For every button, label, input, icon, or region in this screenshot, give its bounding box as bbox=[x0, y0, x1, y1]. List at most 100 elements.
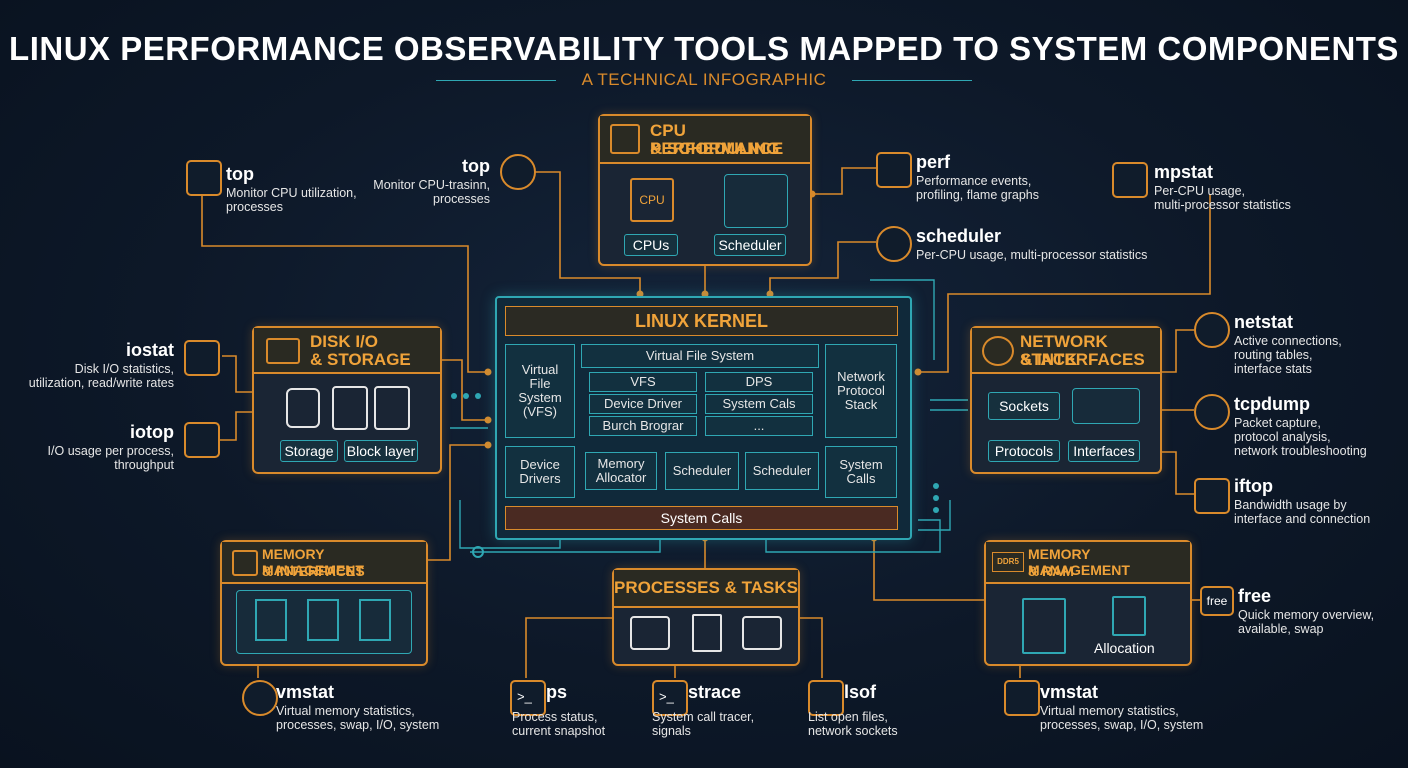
shield-icon bbox=[1194, 312, 1230, 348]
page-table-icon bbox=[307, 599, 339, 641]
tool-perf-desc: Performance events, profiling, flame gra… bbox=[916, 174, 1039, 202]
tool-vmstat-right-desc: Virtual memory statistics, processes, sw… bbox=[1040, 704, 1204, 732]
memory-pages-icon bbox=[1022, 598, 1066, 654]
memory-management-interfaces-box: MEMORY MANAGEMENT & INTERFACES bbox=[220, 540, 428, 666]
interfaces-label: Interfaces bbox=[1068, 440, 1140, 462]
folder-icon bbox=[808, 680, 844, 716]
antenna-icon bbox=[1194, 394, 1230, 430]
wire-lsof bbox=[798, 617, 823, 678]
scheduler-cell-1: Scheduler bbox=[665, 452, 739, 490]
terminal-icon: >_ bbox=[652, 680, 688, 716]
tool-iotop-name: iotop bbox=[130, 422, 174, 442]
bar-chart-icon bbox=[1112, 162, 1148, 198]
kernel-title: LINUX KERNEL bbox=[505, 306, 898, 336]
tool-perf-name: perf bbox=[916, 152, 951, 172]
sliders-icon bbox=[186, 160, 222, 196]
wire-iotop bbox=[220, 411, 252, 441]
hierarchy-icon bbox=[359, 599, 391, 641]
memory-left-title-1: MEMORY MANAGEMENT bbox=[262, 546, 364, 578]
page-icon bbox=[255, 599, 287, 641]
memory-left-header: MEMORY MANAGEMENT & INTERFACES bbox=[222, 542, 426, 584]
scheduler-label: Scheduler bbox=[714, 234, 786, 256]
vfs-header-cell: Virtual File System bbox=[581, 344, 819, 368]
cpu-box-title-1: CPU PERFORMANCE bbox=[650, 121, 784, 158]
tool-vmstat-left-desc: Virtual memory statistics, processes, sw… bbox=[276, 704, 440, 732]
wire-perf bbox=[812, 167, 878, 195]
processes-tasks-box: PROCESSES & TASKS bbox=[612, 568, 800, 666]
line-chart-icon bbox=[184, 340, 220, 376]
wire-memright-kernel bbox=[873, 538, 984, 601]
wire-iostat bbox=[222, 355, 252, 393]
network-nodes-icon bbox=[982, 336, 1014, 366]
memory-right-header: DDR5 MEMORY MANAGEMENT & RAM bbox=[986, 542, 1190, 584]
tool-vmstat-left-name: vmstat bbox=[276, 682, 335, 702]
memory-right-title-2: & RAM bbox=[1028, 563, 1074, 579]
document-icon bbox=[692, 614, 722, 652]
page-title: LINUX PERFORMANCE OBSERVABILITY TOOLS MA… bbox=[9, 30, 1399, 67]
tool-mpstat-desc: Per-CPU usage, multi-processor statistic… bbox=[1154, 184, 1291, 212]
allocation-label: Allocation bbox=[1094, 640, 1155, 656]
tool-netstat-name: netstat bbox=[1234, 312, 1294, 332]
disk-icon bbox=[332, 386, 368, 430]
cpu-chip-icon bbox=[610, 124, 640, 154]
system-calls-bar: System Calls bbox=[505, 506, 898, 530]
gauge-icon bbox=[876, 226, 912, 262]
cpu-box-title-2: & SCHEDULING bbox=[650, 139, 780, 158]
gauge-icon bbox=[630, 616, 670, 650]
tool-scheduler-name: scheduler bbox=[916, 226, 1002, 246]
curve-chart-icon bbox=[1194, 478, 1230, 514]
memory-left-title-2: & INTERFACES bbox=[262, 563, 365, 579]
cpus-label: CPUs bbox=[624, 234, 678, 256]
packet-flow-icon bbox=[1072, 388, 1140, 424]
dps-cell: DPS bbox=[705, 372, 813, 392]
tool-vmstat-right-name: vmstat bbox=[1040, 682, 1099, 702]
disk-box-title-1: DISK I/O bbox=[310, 332, 379, 351]
memory-pages-panel bbox=[236, 590, 412, 654]
tool-lsof-desc: List open files, network sockets bbox=[808, 710, 898, 738]
tool-iftop-name: iftop bbox=[1234, 476, 1273, 496]
tool-tcpdump-desc: Packet capture, protocol analysis, netwo… bbox=[1234, 416, 1367, 458]
wire-disk-kernel bbox=[438, 359, 488, 421]
tool-strace-name: strace bbox=[688, 682, 742, 702]
tool-iostat-desc: Disk I/O statistics, utilization, read/w… bbox=[28, 362, 174, 390]
tool-top-center-desc: Monitor CPU-trasinn, processes bbox=[373, 178, 490, 206]
processes-header: PROCESSES & TASKS bbox=[614, 570, 798, 608]
disk-io-box: DISK I/O & STORAGE Storage Block layer bbox=[252, 326, 442, 474]
ddr5-chip-icon: DDR5 bbox=[992, 552, 1024, 572]
cpu-performance-box: CPU PERFORMANCE & SCHEDULING CPU CPUs Sc… bbox=[598, 114, 812, 266]
network-stack-box: NETWORK STACK & INTERFACES Sockets Proto… bbox=[970, 326, 1162, 474]
subtitle-rule-right bbox=[852, 80, 972, 81]
vfs-left-cell: Virtual File System (VFS) bbox=[505, 344, 575, 438]
wire-iftop bbox=[1158, 451, 1194, 495]
processes-title: PROCESSES & TASKS bbox=[614, 578, 798, 597]
wire-mpstat bbox=[918, 194, 1211, 373]
tool-free-desc: Quick memory overview, available, swap bbox=[1238, 608, 1375, 636]
free-icon: free bbox=[1200, 586, 1234, 616]
device-drivers-cell: Device Drivers bbox=[505, 446, 575, 498]
page-subtitle: A TECHNICAL INFOGRAPHIC bbox=[581, 70, 827, 89]
tool-top-left-desc: Monitor CPU utilization, processes bbox=[226, 186, 357, 214]
cpu-chip-graphic: CPU bbox=[630, 178, 674, 222]
vfs-cell: VFS bbox=[589, 372, 697, 392]
memory-chip-icon bbox=[1004, 680, 1040, 716]
network-protocol-stack-cell: Network Protocol Stack bbox=[825, 344, 897, 438]
flame-graph-icon bbox=[876, 152, 912, 188]
wire-top-center bbox=[534, 171, 641, 294]
terminal-icon: >_ bbox=[510, 680, 546, 716]
protocols-label: Protocols bbox=[988, 440, 1060, 462]
tool-free-name: free bbox=[1238, 586, 1272, 606]
disk-icon-2 bbox=[374, 386, 410, 430]
memory-management-ram-box: DDR5 MEMORY MANAGEMENT & RAM Allocation bbox=[984, 540, 1192, 666]
database-icon bbox=[286, 388, 320, 428]
hard-drive-icon bbox=[266, 338, 300, 364]
tool-lsof-name: lsof bbox=[844, 682, 877, 702]
linux-kernel-block: LINUX KERNEL Virtual File System (VFS) V… bbox=[495, 296, 912, 540]
allocation-page-icon bbox=[1112, 596, 1146, 636]
tool-strace-desc: System call tracer, signals bbox=[652, 710, 755, 738]
disk-box-header: DISK I/O & STORAGE bbox=[254, 328, 440, 374]
disk-box-title-2: & STORAGE bbox=[310, 350, 411, 369]
scheduler-panel-icon bbox=[724, 174, 788, 228]
tool-iotop-desc: I/O usage per process, throughput bbox=[47, 444, 174, 472]
users-icon bbox=[742, 616, 782, 650]
tool-tcpdump-name: tcpdump bbox=[1234, 394, 1310, 414]
